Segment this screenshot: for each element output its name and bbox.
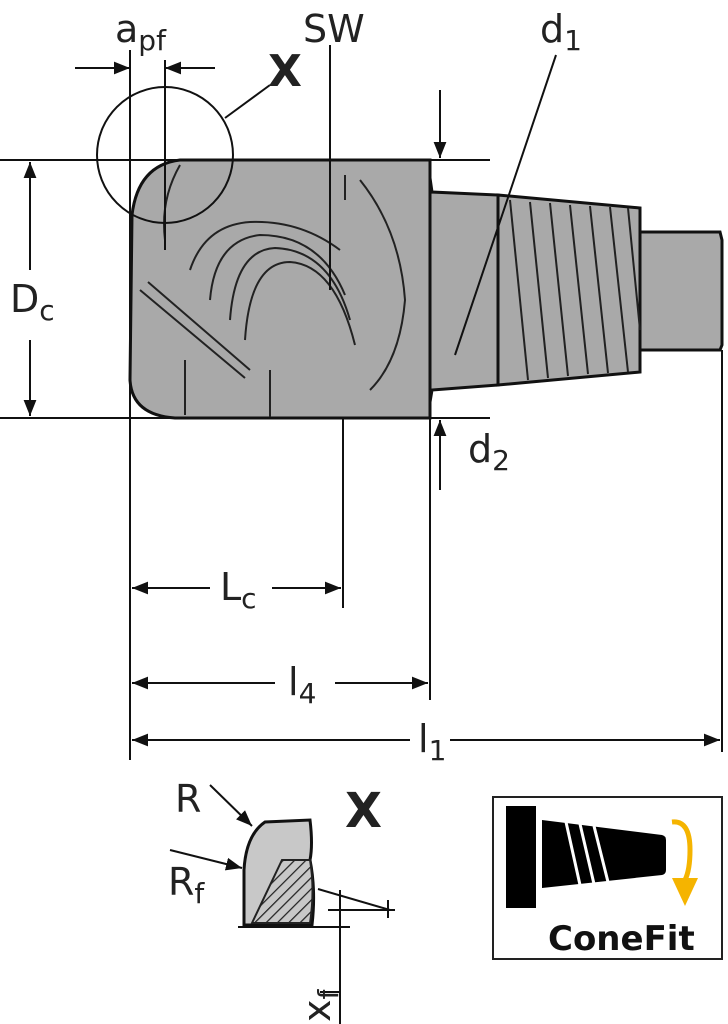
detail-x: X R Rf xf bbox=[168, 777, 395, 1024]
label-dc: Dc bbox=[10, 277, 55, 327]
label-d1: d1 bbox=[540, 7, 582, 57]
label-rf: Rf bbox=[168, 860, 205, 910]
detail-x-circle bbox=[96, 86, 234, 224]
label-r: R bbox=[175, 777, 201, 821]
cutting-head bbox=[128, 158, 432, 420]
label-x-callout: X bbox=[268, 46, 302, 97]
label-sw: SW bbox=[303, 7, 365, 51]
detail-title: X bbox=[345, 783, 382, 839]
thread-grooves bbox=[509, 199, 641, 381]
flute-details bbox=[139, 164, 407, 418]
conefit-logo: ConeFit bbox=[492, 796, 723, 960]
label-xf: xf bbox=[295, 989, 345, 1023]
label-l4: l4 bbox=[288, 660, 316, 710]
neck bbox=[428, 177, 500, 403]
label-d2: d2 bbox=[468, 427, 510, 477]
label-lc: Lc bbox=[220, 565, 257, 615]
tool-body bbox=[128, 158, 724, 420]
logo-text: ConeFit bbox=[548, 919, 695, 959]
label-apf: apf bbox=[115, 7, 167, 57]
shank bbox=[638, 230, 724, 352]
dimension-lines bbox=[0, 45, 723, 760]
label-l1: l1 bbox=[418, 717, 446, 767]
